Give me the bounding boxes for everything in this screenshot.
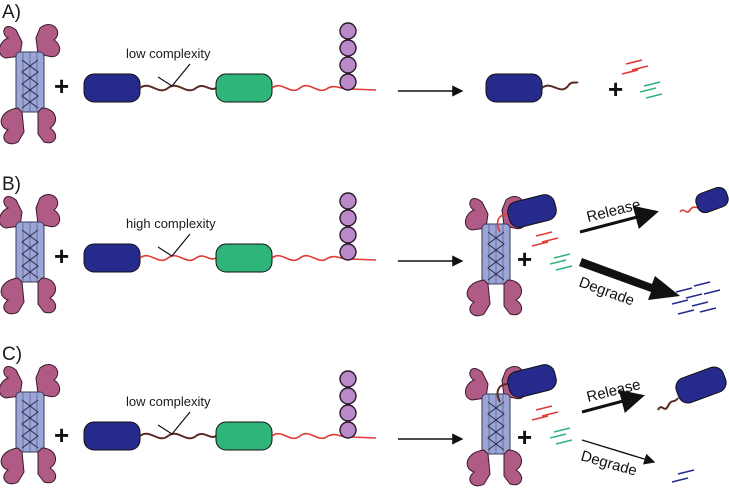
red-tail (271, 84, 377, 92)
product-plus: + (517, 244, 532, 274)
released-blue-domain (485, 73, 543, 103)
panel-c: C) + low complexity + Release Degrade (0, 344, 727, 487)
linker-note: low complexity (126, 46, 211, 61)
red-tail (271, 432, 377, 440)
degraded-fragments (671, 281, 721, 315)
proteasome-icon (0, 364, 61, 485)
plus-sign: + (54, 241, 69, 271)
proteasome-icon (0, 194, 61, 315)
product-plus: + (608, 74, 623, 104)
panel-b-label: B) (2, 174, 21, 195)
degrade-arrow (579, 258, 680, 300)
product-plus: + (517, 422, 532, 452)
peptide-fragments-icon (531, 405, 573, 445)
engaged-linker (496, 383, 509, 403)
panel-a-label: A) (2, 2, 21, 23)
release-arrow (579, 205, 659, 234)
released-linker (541, 81, 579, 91)
blue-domain (83, 243, 141, 273)
linker-low-complexity (139, 84, 217, 92)
panel-a: A) + low complexity + (0, 2, 663, 145)
red-tail (271, 254, 377, 262)
panel-b: B) + high complexity + Release Degrade (0, 174, 729, 317)
linker-note: low complexity (126, 394, 211, 409)
linker-high-complexity (139, 254, 217, 262)
engaged-linker (496, 213, 509, 233)
linker-note: high complexity (126, 216, 216, 231)
green-domain (215, 73, 273, 103)
released-linker (679, 205, 701, 213)
released-blue-domain (695, 186, 729, 214)
degrade-arrow (581, 439, 656, 465)
plus-sign: + (54, 71, 69, 101)
blue-domain (83, 73, 141, 103)
degraded-fragments (671, 469, 695, 483)
release-label: Release (585, 196, 643, 226)
release-arrow (581, 389, 645, 414)
plus-sign: + (54, 420, 69, 450)
ubiquitin-chain-icon (339, 22, 357, 91)
proteasome-icon (0, 24, 61, 145)
linker-pointer (157, 233, 191, 257)
blue-domain (83, 421, 141, 451)
linker-pointer (157, 411, 191, 435)
released-blue-domain (675, 366, 727, 404)
release-label: Release (585, 376, 643, 406)
peptide-fragments-icon (531, 231, 573, 271)
green-domain (215, 421, 273, 451)
engaged-blue-domain (507, 364, 557, 398)
linker-low-complexity (139, 432, 217, 440)
green-domain (215, 243, 273, 273)
peptide-fragments-icon (621, 59, 663, 99)
ubiquitin-chain-icon (339, 370, 357, 439)
ubiquitin-chain-icon (339, 192, 357, 261)
linker-pointer (157, 63, 191, 87)
released-linker (657, 397, 679, 411)
degrade-label: Degrade (579, 448, 639, 480)
engaged-blue-domain (507, 194, 557, 228)
panel-c-label: C) (2, 344, 22, 365)
